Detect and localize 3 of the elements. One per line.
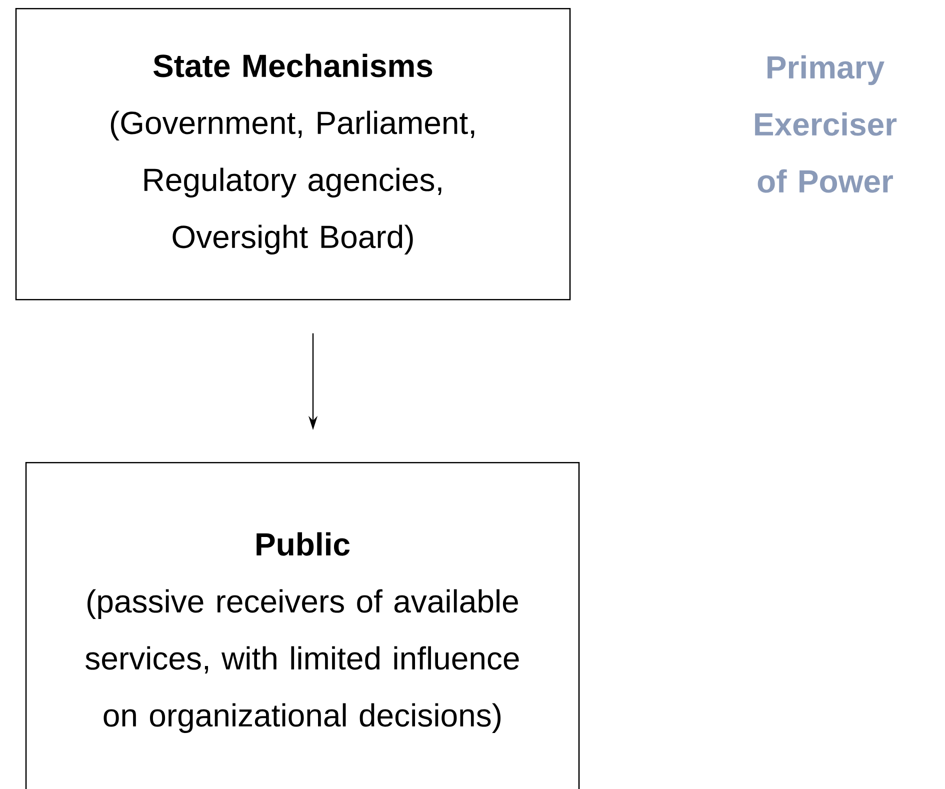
text-box: Public (passive receivers of available services, with limited influence on organizational decisions): [25, 462, 580, 789]
side-label: Primary Exerciser of Power: [755, 55, 897, 193]
text-box: State Mechanisms (Government, Parliament, Regulatory agencies, Oversight Board): [15, 8, 571, 300]
